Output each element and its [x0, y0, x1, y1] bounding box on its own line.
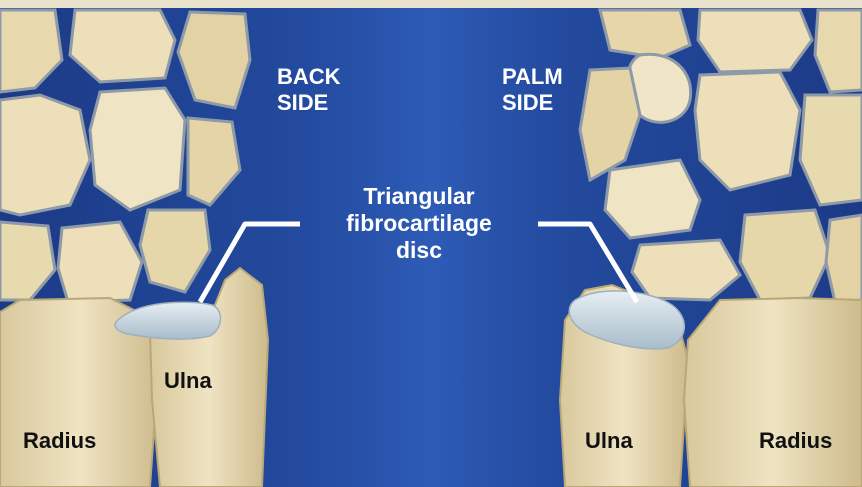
left-ulna-label: Ulna — [164, 368, 212, 394]
right-carpal-bone — [600, 10, 690, 58]
right-carpal-bone — [698, 10, 812, 72]
palm-side-label-line2: SIDE — [502, 90, 563, 116]
right-carpal-bone — [740, 210, 830, 300]
left-radius-label: Radius — [23, 428, 96, 454]
tfc-disc-label: Triangular fibrocartilage disc — [346, 183, 492, 264]
back-side-label-line2: SIDE — [277, 90, 341, 116]
right-carpal-bone — [695, 72, 800, 190]
right-carpal-bone — [826, 215, 862, 302]
right-radius-bone — [684, 298, 862, 487]
tfc-disc-label-line2: fibrocartilage — [346, 210, 492, 237]
back-side-label-line1: BACK — [277, 64, 341, 90]
palm-side-label-line1: PALM — [502, 64, 563, 90]
tfc-disc-label-line3: disc — [346, 237, 492, 264]
back-side-label: BACK SIDE — [277, 64, 341, 116]
right-radius-label: Radius — [759, 428, 832, 454]
tfc-disc-label-line1: Triangular — [346, 183, 492, 210]
left-carpal-bone — [90, 88, 185, 210]
top-strip — [0, 0, 862, 8]
palm-side-label: PALM SIDE — [502, 64, 563, 116]
right-carpal-bone — [605, 160, 700, 238]
right-ulna-label: Ulna — [585, 428, 633, 454]
